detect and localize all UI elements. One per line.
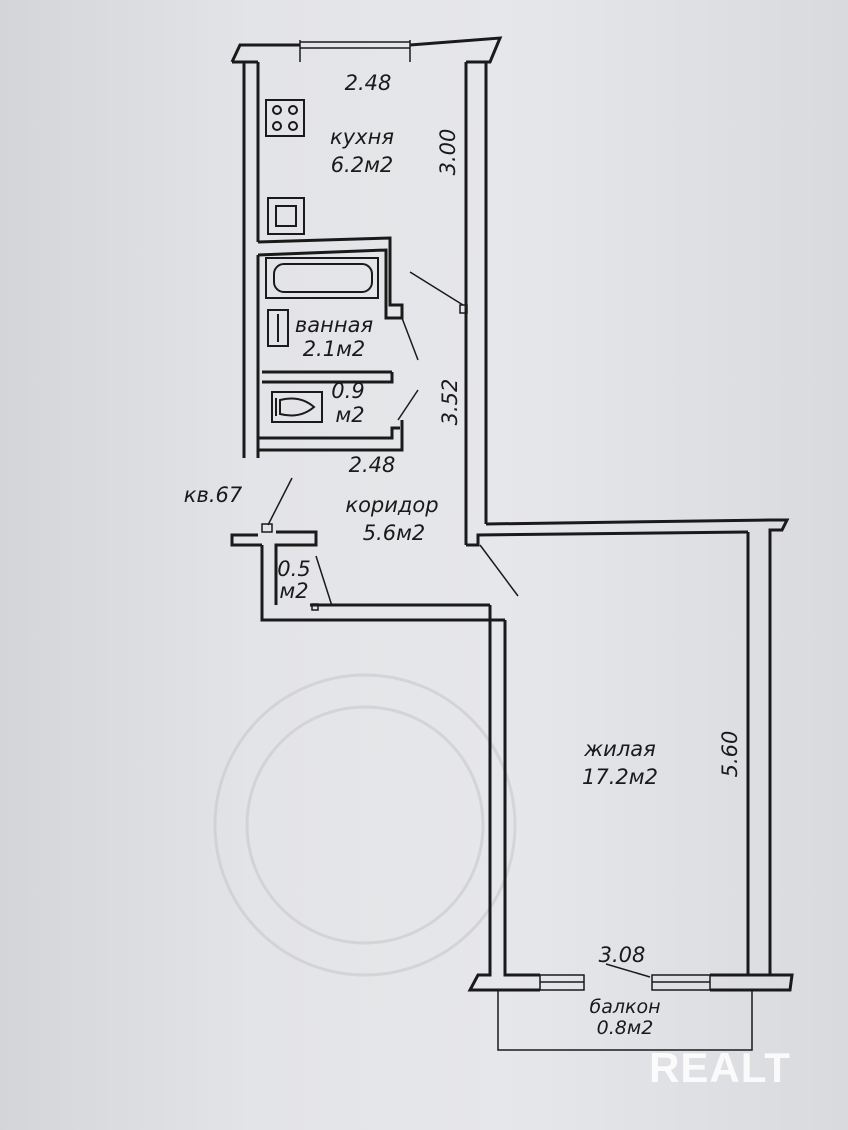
bathroom-area-label: 2.1м2 — [303, 337, 366, 361]
apartment-number-label: кв.67 — [184, 483, 243, 507]
corridor-length-label: 3.52 — [438, 379, 462, 426]
toilet-icon — [271, 391, 323, 423]
outer-walls — [230, 36, 794, 992]
corridor-area-label: 5.6м2 — [363, 521, 426, 545]
toilet-area-value: 0.9 — [331, 379, 364, 403]
kitchen-sink-icon — [267, 197, 305, 235]
kitchen-area-label: 6.2м2 — [331, 153, 394, 177]
living-area-label: 17.2м2 — [582, 765, 658, 789]
living-name-label: жилая — [583, 737, 656, 761]
balcony-windows — [539, 974, 711, 991]
bath-width-label: 2.48 — [349, 453, 396, 477]
bathroom-name-label: ванная — [295, 313, 373, 337]
balcony-outline — [497, 990, 753, 1051]
kitchen-window — [299, 40, 411, 62]
balcony-area-label: 0.8м2 — [597, 1017, 654, 1039]
corridor-name-label: коридор — [345, 493, 438, 517]
bathtub-icon — [265, 257, 379, 299]
inner-walls — [257, 236, 404, 452]
kitchen-length-label: 3.00 — [436, 129, 460, 176]
closet-area-unit: м2 — [279, 579, 308, 603]
balcony-name-label: балкон — [589, 996, 660, 1018]
washbasin-icon — [267, 309, 289, 347]
stove-icon — [265, 99, 305, 137]
living-width-leader — [605, 963, 651, 978]
kitchen-width-label: 2.48 — [345, 71, 392, 95]
living-length-label: 5.60 — [718, 731, 742, 778]
doors — [261, 271, 519, 611]
realt-watermark: REALT — [649, 1044, 791, 1091]
toilet-area-unit: м2 — [335, 403, 364, 427]
closet-area-value: 0.5 — [277, 557, 310, 581]
faded-stamp — [213, 673, 517, 977]
kitchen-name-label: кухня — [330, 125, 394, 149]
living-width-label: 3.08 — [599, 943, 646, 967]
